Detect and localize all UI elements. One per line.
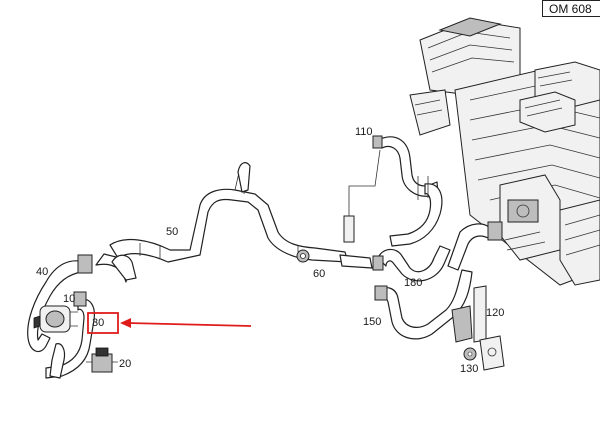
bracket-120 [451,285,505,371]
hose-180 [372,221,503,282]
valve-20 [86,347,118,373]
hose-110 [343,135,443,247]
part-label-50: 50 [166,226,178,238]
sensor-130 [463,347,477,361]
part-label-120: 120 [486,307,504,319]
engine-code-box: OM 608 [542,0,600,17]
clip-60 [296,249,310,263]
hose-30 [45,291,95,379]
part-label-60: 60 [313,268,325,280]
hose-40 [27,253,137,353]
part-label-150: 150 [363,316,381,328]
hose-50 [109,162,373,269]
part-label-20: 20 [119,358,131,370]
part-label-40: 40 [36,266,48,278]
part-label-10: 10 [63,293,75,305]
highlight-arrow [120,318,252,328]
part-label-30: 30 [92,317,104,329]
hose-150 [374,269,473,340]
pump-10 [33,305,78,333]
part-label-130: 130 [460,363,478,375]
heater-box-assembly [409,17,600,286]
part-label-110: 110 [355,126,373,138]
part-label-180: 180 [404,277,422,289]
highlight-box [87,312,119,334]
